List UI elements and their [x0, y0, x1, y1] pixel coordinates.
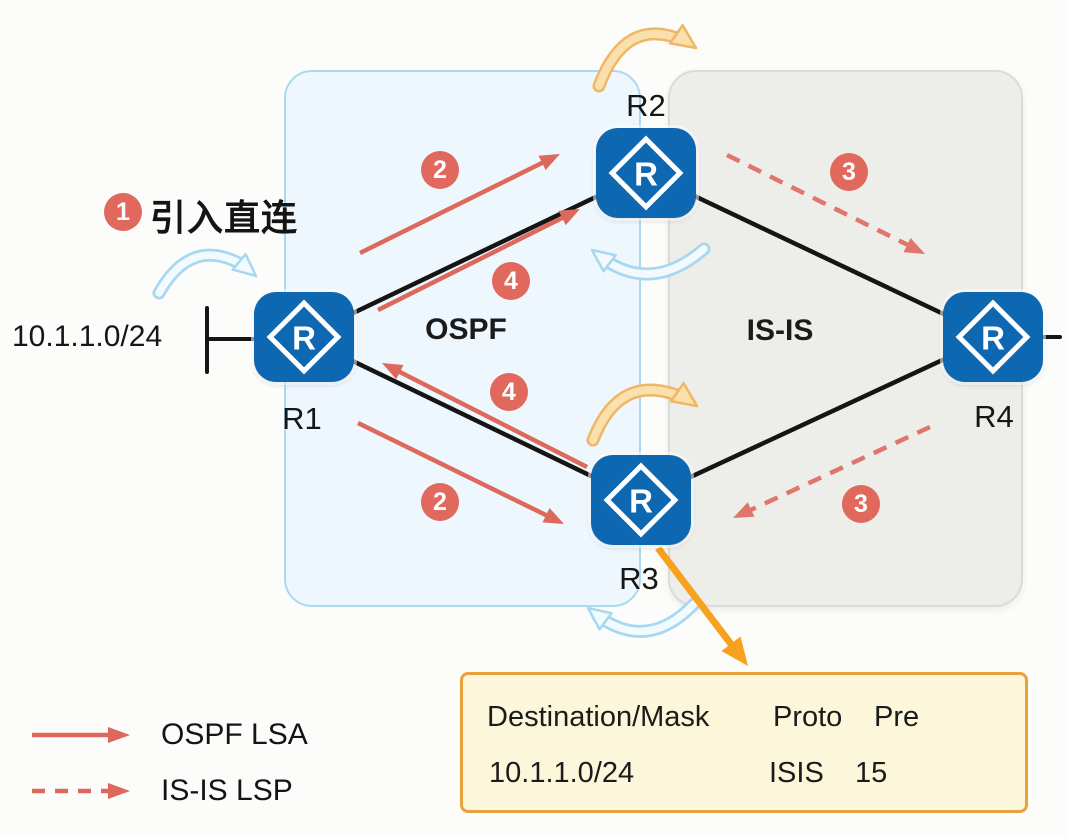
- legend-label: IS-IS LSP: [161, 774, 293, 807]
- table-cell-destination: 10.1.1.0/24: [489, 757, 635, 789]
- table-cell-pre: 15: [855, 757, 888, 789]
- legend-item-ospf-lsa: OSPF LSA: [30, 712, 308, 758]
- table-cell-proto: ISIS: [769, 757, 824, 789]
- legend-item-isis-lsp: IS-IS LSP: [30, 768, 308, 814]
- step-badge-3-lower: 3: [842, 485, 880, 523]
- router-label-r4: R4: [974, 399, 1014, 434]
- redistribute-into-ospf-r1-arrow: [152, 248, 258, 300]
- router-label-r1: R1: [282, 401, 322, 436]
- dashed-arrow-icon: [32, 783, 130, 799]
- ospf-domain-label: OSPF: [425, 313, 507, 346]
- legend: OSPF LSA IS-IS LSP: [30, 712, 308, 824]
- legend-label: OSPF LSA: [161, 718, 308, 751]
- solid-arrow-icon: [32, 727, 130, 743]
- svg-text:R: R: [981, 320, 1005, 357]
- step-badge-3-upper: 3: [830, 153, 868, 191]
- svg-text:R: R: [292, 320, 316, 357]
- table-header-pre: Pre: [874, 701, 920, 733]
- router-icon-r1: R: [254, 292, 354, 382]
- table-header-destination: Destination/Mask: [487, 701, 710, 733]
- router-icon-r4: R: [943, 292, 1043, 382]
- step-badge-4-upper: 4: [492, 262, 530, 300]
- router-label-r3: R3: [619, 561, 659, 596]
- svg-text:R: R: [629, 483, 653, 520]
- step-badge-2-lower: 2: [421, 483, 459, 521]
- step-1-text: 引入直连: [150, 197, 299, 238]
- step-badge-2-upper: 2: [421, 151, 459, 189]
- step-badge-1: 1: [104, 193, 142, 231]
- router-icon-r2: R: [596, 128, 696, 218]
- isis-domain-label: IS-IS: [746, 314, 814, 347]
- network-label: 10.1.1.0/24: [12, 320, 163, 353]
- step-badge-4-lower: 4: [490, 373, 528, 411]
- router-icon-r3: R: [591, 455, 691, 545]
- routing-table-callout: Destination/Mask Proto Pre 10.1.1.0/24 I…: [460, 672, 1028, 813]
- svg-text:R: R: [634, 156, 658, 193]
- table-header-proto: Proto: [773, 701, 843, 733]
- router-label-r2: R2: [626, 88, 666, 123]
